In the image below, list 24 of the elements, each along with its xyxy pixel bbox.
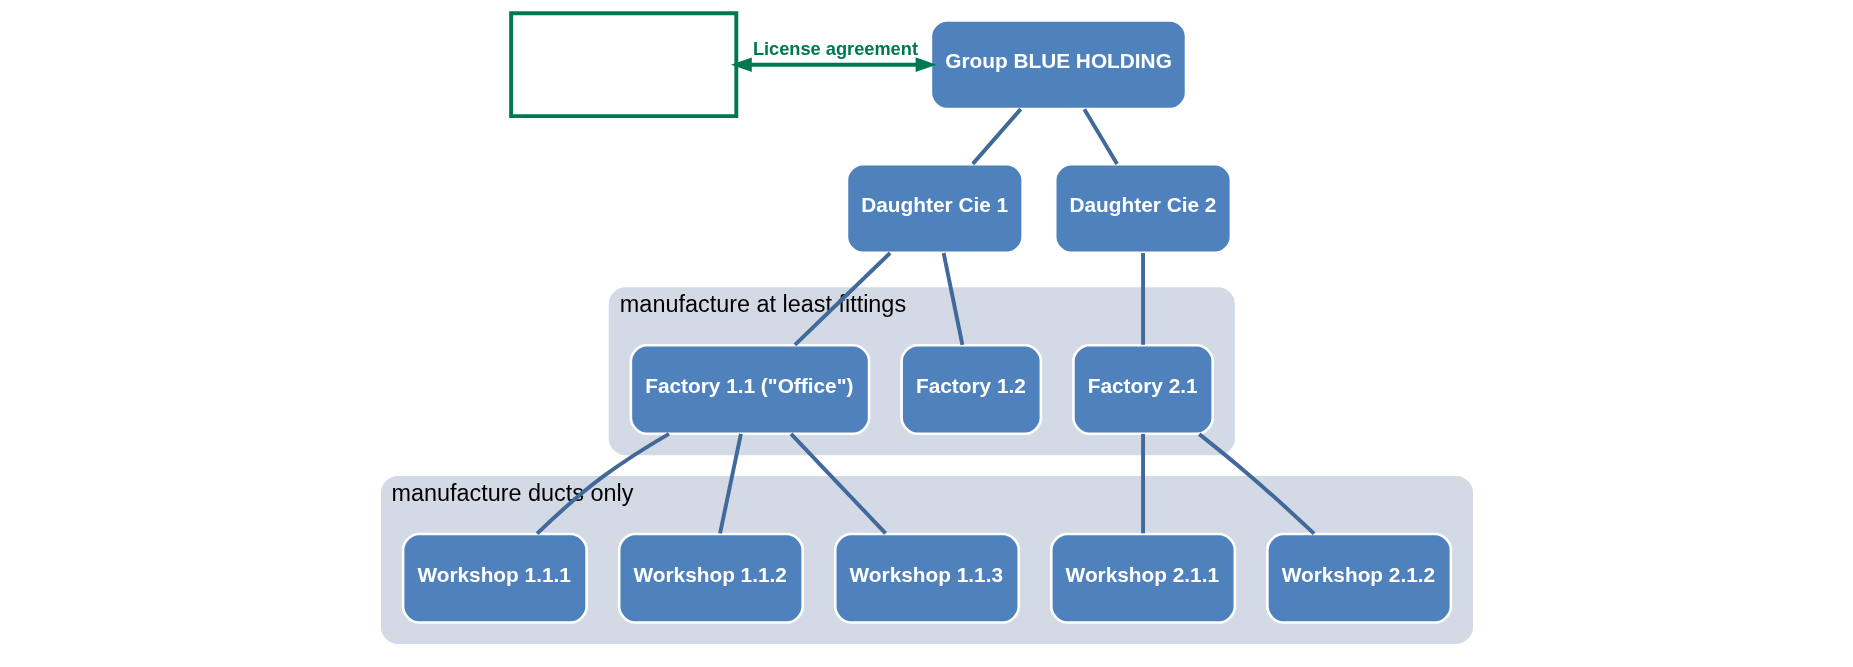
node-box: Group BLUE HOLDING — [929, 19, 1187, 111]
node-box: Workshop 1.1.2 — [617, 532, 804, 624]
arrow — [730, 57, 936, 72]
connector — [793, 251, 891, 347]
connector — [941, 252, 964, 346]
node-box — [508, 11, 738, 119]
connector — [535, 432, 670, 536]
node-box: Workshop 1.1.3 — [833, 532, 1020, 624]
connector — [1197, 432, 1315, 536]
node-box: Daughter Cie 2 — [1053, 163, 1232, 255]
connector — [970, 107, 1022, 166]
node-box: Daughter Cie 1 — [845, 163, 1024, 255]
node-box: Factory 1.2 — [899, 343, 1042, 436]
connector — [789, 432, 887, 535]
edge-label: License agreement — [752, 38, 918, 59]
connector — [1082, 108, 1119, 165]
node-box: Workshop 2.1.2 — [1265, 532, 1452, 624]
connector — [1140, 253, 1145, 345]
node-box: Workshop 2.1.1 — [1049, 532, 1236, 624]
connector — [1140, 433, 1145, 534]
connector — [717, 433, 743, 534]
node-box: Workshop 1.1.1 — [401, 532, 588, 624]
node-box: Factory 2.1 — [1071, 343, 1214, 436]
node-box: Factory 1.1 ("Office") — [629, 343, 870, 436]
